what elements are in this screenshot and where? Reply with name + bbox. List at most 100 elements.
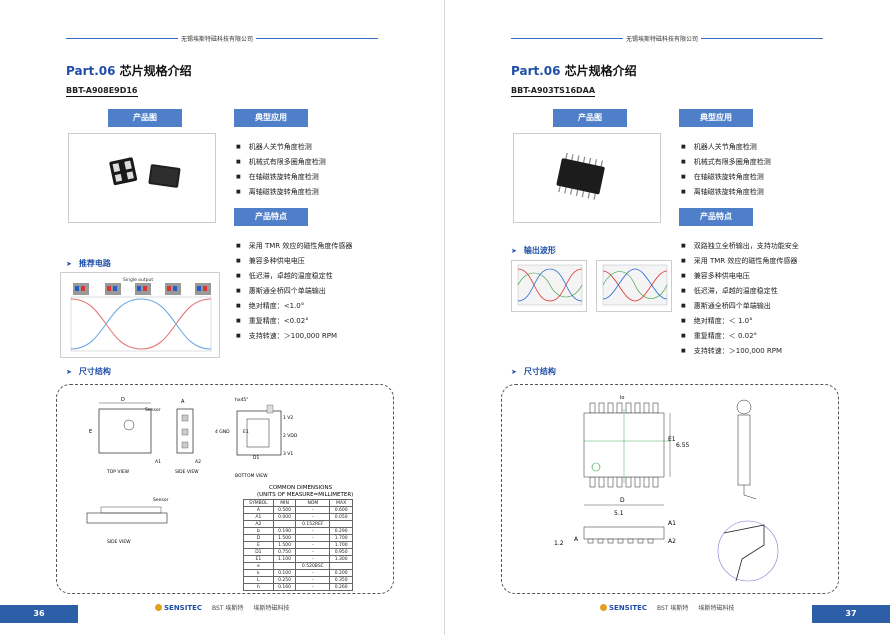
table-cell: b bbox=[243, 527, 274, 535]
table-cell: 0.600 bbox=[329, 506, 353, 514]
table-cell: 0.250 bbox=[272, 576, 297, 584]
side-view-caption: SIDE VIEW bbox=[175, 469, 199, 475]
dimension-svg: D E Sensor TOP VIEW A1 A A2 SIDE VIEW hx… bbox=[86, 397, 353, 545]
table-cell: 0.520BSC bbox=[295, 562, 331, 570]
part-title: 芯片规格介绍 bbox=[119, 64, 192, 78]
table-title-1: COMMON DIMENSIONS bbox=[269, 485, 333, 491]
table-row: e 0.520BSC bbox=[243, 562, 353, 570]
applications-list: 机器人关节角度检测 机械式有限多圈角度检测 在轴磁铁旋转角度检测 离轴磁铁旋转角… bbox=[681, 140, 771, 200]
applications-bar: 典型应用 bbox=[679, 109, 753, 127]
svg-text:2 VDD: 2 VDD bbox=[283, 433, 298, 439]
chip-image bbox=[109, 157, 181, 188]
model-name: BBT-A903TS16DAA bbox=[511, 86, 596, 97]
part-number: Part.06 bbox=[66, 64, 116, 78]
sensor-label: Sensor bbox=[145, 407, 161, 413]
features-list: 双路独立全桥输出，支持功能安全 采用 TMR 效应的磁性角度传感器 兼容多种供电… bbox=[681, 239, 799, 359]
table-cell bbox=[272, 520, 297, 528]
table-cell: 0.950 bbox=[329, 548, 353, 556]
feature-item: 支持转速：＞100,000 RPM bbox=[236, 329, 352, 344]
waveform-plot-2 bbox=[596, 260, 672, 312]
feature-item: 重复精度：<0.02° bbox=[236, 314, 352, 329]
dimension-svg: E1 6.55 lo D 5.1 1.2 A A1 A2 bbox=[554, 395, 779, 582]
chip-image bbox=[556, 152, 605, 200]
top-view-caption: TOP VIEW bbox=[106, 469, 130, 475]
table-cell: e bbox=[243, 562, 274, 570]
table-header: SYMBOL bbox=[243, 499, 274, 507]
table-cell: k bbox=[243, 569, 274, 577]
feature-item: 采用 TMR 效应的磁性角度传感器 bbox=[681, 254, 799, 269]
table-cell: A1 bbox=[243, 513, 274, 521]
table-cell: L bbox=[243, 576, 274, 584]
table-cell: E bbox=[243, 541, 274, 549]
sensitec-logo: SENSITEC bbox=[600, 603, 647, 612]
features-list: 采用 TMR 效应的磁性角度传感器 兼容多种供电电压 低迟滞，卓越的温度稳定性 … bbox=[236, 239, 353, 344]
waveform-plot-1 bbox=[511, 260, 587, 312]
table-cell: 0.050 bbox=[329, 513, 353, 521]
feature-item: 惠斯通全桥四个单端输出 bbox=[236, 284, 352, 299]
footer-logos-left: SENSITEC BST 埃斯特 埃斯特磁科技 bbox=[155, 603, 289, 612]
header-company: 无锡埃斯特磁科技有限公司 bbox=[178, 34, 257, 43]
table-cell: 0.152REF bbox=[295, 520, 331, 528]
applications-list: 机器人关节角度检测 机械式有限多圈角度检测 在轴磁铁旋转角度检测 离轴磁铁旋转角… bbox=[236, 140, 326, 200]
header-company: 无锡埃斯特磁科技有限公司 bbox=[623, 34, 702, 43]
feature-item: 双路独立全桥输出，支持功能安全 bbox=[681, 239, 799, 254]
table-cell: 0.200 bbox=[329, 569, 353, 577]
table-cell: 1.500 bbox=[272, 534, 297, 542]
dimension-drawing: E1 6.55 lo D 5.1 1.2 A A1 A2 bbox=[501, 384, 839, 594]
table-cell: 0.290 bbox=[329, 527, 353, 535]
table-cell: 1.500 bbox=[272, 541, 297, 549]
plot-title: Single output bbox=[123, 277, 153, 283]
page-number-left: 36 bbox=[0, 605, 78, 623]
feature-item: 惠斯通全桥四个单端输出 bbox=[681, 299, 799, 314]
table-cell: - bbox=[295, 576, 331, 584]
d-label: D bbox=[620, 497, 625, 504]
table-cell: - bbox=[295, 541, 331, 549]
feature-item: 低迟滞，卓越的温度稳定性 bbox=[681, 284, 799, 299]
table-cell: - bbox=[295, 506, 331, 514]
table-cell: 0.100 bbox=[272, 569, 297, 577]
a-label: A bbox=[574, 536, 579, 543]
right-page: 无锡埃斯特磁科技有限公司 Part.06 芯片规格介绍 BBT-A903TS16… bbox=[445, 0, 890, 635]
part-heading: Part.06 芯片规格介绍 bbox=[66, 62, 192, 79]
svg-text:A: A bbox=[181, 399, 185, 405]
svg-text:hx45°: hx45° bbox=[235, 397, 249, 403]
page-number-right: 37 bbox=[812, 605, 890, 623]
application-item: 在轴磁铁旋转角度检测 bbox=[681, 170, 771, 185]
table-cell: h bbox=[243, 583, 274, 591]
table-cell: 0.190 bbox=[272, 527, 297, 535]
e1-label: E1 bbox=[668, 436, 676, 443]
table-cell bbox=[329, 562, 353, 570]
circuit-plot: Single output bbox=[60, 272, 220, 358]
feature-item: 兼容多种供电电压 bbox=[236, 254, 352, 269]
application-item: 离轴磁铁旋转角度检测 bbox=[236, 185, 326, 200]
feature-item: 低迟滞，卓越的温度稳定性 bbox=[236, 269, 352, 284]
a2-label: A2 bbox=[668, 538, 676, 545]
application-item: 机械式有限多圈角度检测 bbox=[236, 155, 326, 170]
table-cell: - bbox=[295, 583, 331, 591]
waveform-section-title: ➤输出波形 bbox=[511, 246, 556, 255]
left-page: 无锡埃斯特磁科技有限公司 Part.06 芯片规格介绍 BBT-A908E9D1… bbox=[0, 0, 445, 635]
table-cell: D1 bbox=[243, 548, 274, 556]
product-image-bar: 产品图 bbox=[553, 109, 627, 127]
svg-text:3 V1: 3 V1 bbox=[283, 451, 293, 457]
e-value: 6.55 bbox=[676, 442, 690, 449]
dims-section-title: ➤尺寸结构 bbox=[511, 367, 556, 376]
product-photo bbox=[513, 133, 661, 223]
dims-section-title: ➤尺寸结构 bbox=[66, 367, 111, 376]
features-bar: 产品特点 bbox=[234, 208, 308, 226]
sensitec-logo: SENSITEC bbox=[155, 603, 202, 612]
table-header: NOM bbox=[295, 499, 331, 507]
sensor-icons-row bbox=[73, 283, 211, 295]
svg-text:D1: D1 bbox=[253, 455, 259, 461]
table-title-2: (UNITS OF MEASURE=MILLIMETER) bbox=[257, 492, 353, 498]
circuit-section-title: ➤推荐电路 bbox=[66, 259, 111, 268]
application-item: 机器人关节角度检测 bbox=[681, 140, 771, 155]
table-cell: 0.260 bbox=[329, 583, 353, 591]
table-cell bbox=[272, 562, 297, 570]
